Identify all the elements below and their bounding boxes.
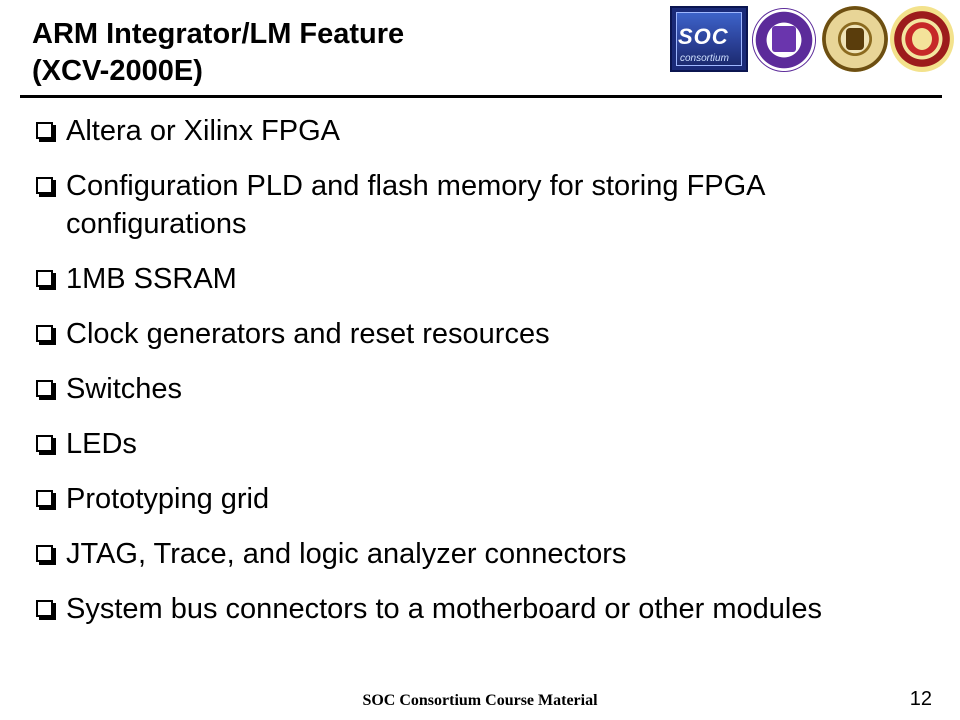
bullet-item: LEDs	[36, 425, 916, 463]
slide-title: ARM Integrator/LM Feature (XCV-2000E)	[32, 16, 652, 90]
bullet-text: Altera or Xilinx FPGA	[66, 115, 340, 147]
checkbox-bullet-icon	[36, 490, 56, 510]
checkbox-bullet-icon	[36, 380, 56, 400]
checkbox-bullet-icon	[36, 435, 56, 455]
soc-logo-subtitle: consortium	[680, 53, 729, 64]
bullet-text: Prototyping grid	[66, 483, 270, 515]
checkbox-bullet-icon	[36, 177, 56, 197]
bullet-text: System bus connectors to a motherboard o…	[66, 593, 822, 625]
soc-logo-panel	[676, 12, 742, 66]
bullet-item: Clock generators and reset resources	[36, 315, 916, 353]
footer-course-material: SOC Consortium Course Material	[362, 692, 598, 709]
bullet-item: Configuration PLD and flash memory for s…	[36, 167, 916, 243]
university-seal-red-icon	[890, 6, 954, 72]
university-seal-gold-icon	[822, 6, 888, 72]
slide-title-line-1: ARM Integrator/LM Feature	[32, 18, 405, 50]
bullet-item: JTAG, Trace, and logic analyzer connecto…	[36, 535, 916, 573]
bullet-text: Configuration PLD and flash memory for s…	[66, 170, 764, 240]
checkbox-bullet-icon	[36, 270, 56, 290]
seal-gold-core	[846, 28, 864, 50]
checkbox-bullet-icon	[36, 122, 56, 142]
checkbox-bullet-icon	[36, 600, 56, 620]
bullet-list: Altera or Xilinx FPGA Configuration PLD …	[36, 112, 916, 645]
university-seal-purple-icon	[752, 8, 816, 72]
soc-consortium-logo-icon: SOC consortium	[670, 6, 748, 72]
bullet-text: JTAG, Trace, and logic analyzer connecto…	[66, 538, 627, 570]
title-divider	[20, 95, 942, 98]
page-number: 12	[909, 688, 932, 710]
seal-red-core	[912, 28, 932, 50]
checkbox-bullet-icon	[36, 325, 56, 345]
bullet-text: LEDs	[66, 428, 137, 460]
bullet-text: Clock generators and reset resources	[66, 318, 550, 350]
soc-logo-word: SOC	[678, 24, 729, 49]
bullet-text: 1MB SSRAM	[66, 263, 237, 295]
bullet-item: System bus connectors to a motherboard o…	[36, 590, 916, 628]
bullet-item: Switches	[36, 370, 916, 408]
bullet-text: Switches	[66, 373, 183, 405]
checkbox-bullet-icon	[36, 545, 56, 565]
seal-purple-core	[772, 26, 796, 52]
bullet-item: Altera or Xilinx FPGA	[36, 112, 916, 150]
bullet-item: 1MB SSRAM	[36, 260, 916, 298]
bullet-item: Prototyping grid	[36, 480, 916, 518]
slide-title-line-2: (XCV-2000E)	[32, 55, 203, 87]
